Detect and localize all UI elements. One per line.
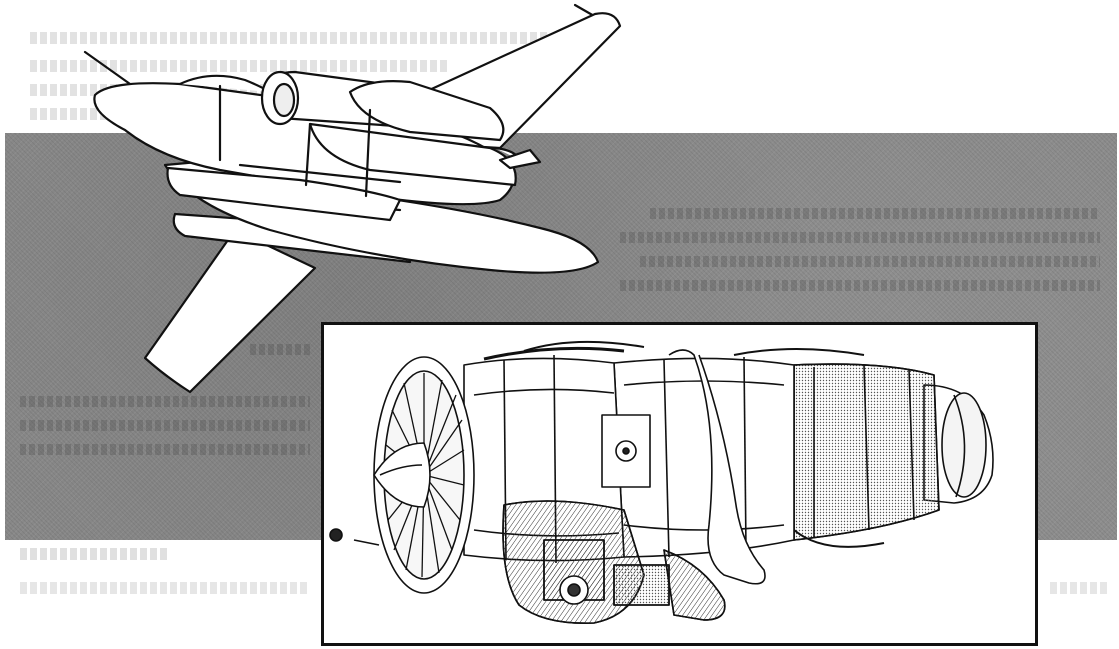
bleed-through-line bbox=[20, 582, 310, 594]
bleed-through-line bbox=[1050, 582, 1110, 594]
band-bleed-line bbox=[20, 420, 310, 431]
band-bleed-line bbox=[640, 256, 1100, 267]
band-bleed-line bbox=[20, 444, 310, 455]
band-bleed-line bbox=[250, 344, 310, 355]
turbofan-engine-drawing-icon bbox=[329, 340, 994, 624]
band-bleed-line bbox=[650, 208, 1100, 219]
bleed-through-line bbox=[30, 32, 550, 44]
engine-illustration-frame bbox=[321, 322, 1038, 646]
jet-aircraft-drawing-icon bbox=[83, 3, 622, 394]
bleed-through-line bbox=[30, 60, 450, 72]
band-bleed-line bbox=[620, 232, 1100, 243]
bleed-through-line bbox=[20, 548, 170, 560]
band-bleed-line bbox=[620, 280, 1100, 291]
band-bleed-line bbox=[20, 396, 310, 407]
